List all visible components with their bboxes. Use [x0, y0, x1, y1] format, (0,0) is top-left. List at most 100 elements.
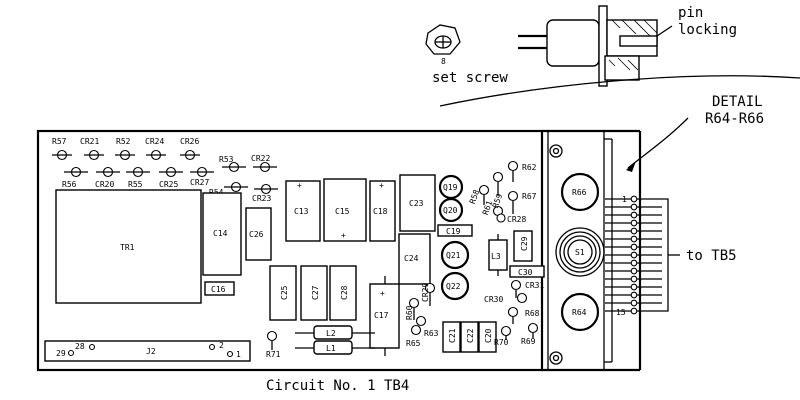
label-r57: R57 [52, 137, 67, 146]
c28-label: C28 [340, 285, 349, 300]
label-r65: R65 [406, 339, 421, 348]
c25-label: C25 [280, 285, 289, 300]
s1-switch [555, 227, 605, 277]
q20-transistor [438, 197, 464, 223]
terminal-pins [605, 195, 662, 315]
q19-label: Q19 [443, 183, 458, 192]
label-r53: R53 [219, 155, 234, 164]
bracket-screw-top [549, 144, 563, 158]
l2-inductor [313, 325, 353, 340]
tb5-bracket [662, 198, 669, 312]
label-r70: R70 [494, 338, 509, 347]
q21-label: Q21 [446, 251, 461, 260]
r64-label: R64 [572, 308, 587, 317]
detail-label-line2: R64-R66 [705, 111, 764, 127]
label-cr26: CR26 [180, 137, 199, 146]
pin-number-1: 1 [622, 195, 627, 204]
label-cr22: CR22 [251, 154, 270, 163]
c22-label: C22 [466, 328, 475, 343]
resistor-cluster-bottom [500, 279, 539, 340]
c23-label: C23 [409, 199, 424, 208]
s1-label: S1 [575, 248, 585, 257]
c30-capacitor [509, 265, 545, 278]
mounting-bracket [542, 129, 642, 372]
label-r52: R52 [116, 137, 131, 146]
detail-label-line1: DETAIL [712, 94, 763, 110]
r71-pad [266, 330, 278, 342]
detail-separator-curve [439, 75, 800, 107]
c29-label: C29 [520, 236, 529, 251]
set-screw-hex-icon [425, 24, 461, 55]
r66-label: R66 [572, 188, 587, 197]
c21-label: C21 [448, 328, 457, 343]
c27-capacitor [300, 265, 328, 321]
c22-capacitor [460, 321, 479, 353]
l3-inductor [488, 239, 508, 271]
detail-arrowhead [626, 161, 636, 172]
c30-label: C30 [518, 268, 533, 277]
c18-label: C18 [373, 207, 388, 216]
locking-label: locking [678, 22, 737, 38]
c23-capacitor [399, 174, 436, 232]
label-r56: R56 [62, 180, 77, 189]
label-cr30: CR30 [484, 295, 503, 304]
c26-capacitor [245, 207, 272, 261]
pin-label: pin [678, 5, 703, 21]
j2-pin-29 [67, 349, 75, 357]
pin-locking-connector-drawing [518, 5, 673, 87]
c16-label: C16 [211, 285, 226, 294]
label-r69: R69 [521, 337, 536, 346]
detail-arrow [627, 117, 689, 169]
label-r68: R68 [525, 309, 540, 318]
c25-capacitor [269, 265, 297, 321]
circuit-title: Circuit No. 1 TB4 [266, 378, 409, 394]
c13-plus: + [297, 181, 302, 190]
c13-label: C13 [294, 207, 309, 216]
set-screw-label: set screw [432, 70, 508, 86]
c18-capacitor [369, 180, 396, 242]
l1-label: L1 [326, 344, 336, 353]
q21-transistor [440, 240, 470, 270]
board-outline [36, 129, 544, 372]
label-r60: R60 [405, 305, 414, 320]
resistor-cluster-top [478, 160, 519, 223]
label-r63: R63 [424, 329, 439, 338]
c20-capacitor [478, 321, 497, 353]
c19-capacitor [437, 224, 473, 237]
c20-label: C20 [484, 328, 493, 343]
set-screw-number: 8 [441, 57, 446, 66]
label-cr23: CR23 [252, 194, 271, 203]
j2-pin-2 [208, 343, 216, 351]
c21-capacitor [442, 321, 461, 353]
r64-potentiometer [560, 292, 600, 332]
label-cr29: CR29 [421, 283, 430, 302]
j2-pin-1-label: 1 [236, 350, 241, 359]
j2-label: J2 [146, 347, 156, 356]
c17-plus: + [380, 289, 385, 298]
c29-capacitor [513, 230, 533, 262]
label-cr25: CR25 [159, 180, 178, 189]
pin-number-15: 15 [616, 308, 626, 317]
c13-capacitor [285, 180, 321, 242]
label-cr28: CR28 [507, 215, 526, 224]
c27-label: C27 [311, 285, 320, 300]
c18-plus: + [379, 181, 384, 190]
tr1-label: TR1 [120, 243, 135, 252]
label-r62: R62 [522, 163, 537, 172]
label-r67: R67 [522, 192, 537, 201]
l2-label: L2 [326, 329, 336, 338]
c24-label: C24 [404, 254, 419, 263]
l1-inductor [313, 340, 353, 355]
j2-pin-1 [226, 350, 234, 358]
j2-pin-29-label: 29 [56, 349, 66, 358]
c15-label: C15 [335, 207, 350, 216]
resistor-cluster-left [408, 282, 436, 336]
j2-connector [44, 340, 251, 362]
bracket-screw-bottom [549, 351, 563, 365]
q20-label: Q20 [443, 206, 458, 215]
c24-capacitor [398, 233, 431, 285]
label-r55: R55 [128, 180, 143, 189]
c15-plus: + [341, 231, 346, 240]
j2-pin-2-label: 2 [219, 341, 224, 350]
